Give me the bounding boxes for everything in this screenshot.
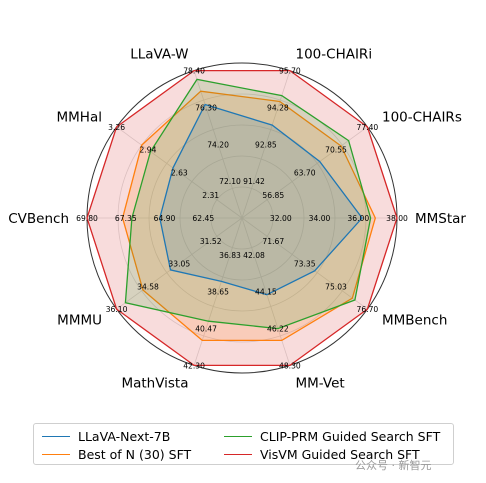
axis-label: 100-CHAIRi [296,47,373,63]
tick-label: 62.45 [192,214,214,223]
axis-label: MMMU [57,313,102,329]
tick-label: 36.10 [106,305,128,314]
tick-label: 95.70 [279,67,301,76]
tick-label: 2.94 [140,146,157,155]
axis-label: MathVista [121,376,188,392]
legend-item-clip-prm: CLIP-PRM Guided Search SFT [224,428,440,444]
tick-label: 38.00 [386,214,408,223]
grid-spoke [241,217,368,310]
tick-label: 32.00 [270,214,292,223]
axis-label: MMStar [415,211,466,227]
legend-label: CLIP-PRM Guided Search SFT [260,428,441,444]
radar-axis-labels: MMStar 100-CHAIRs 100-CHAIRi LLaVA-W MMHalCV… [8,47,466,392]
tick-label: 73.35 [294,260,316,269]
tick-label: 48.30 [279,361,301,370]
axis-label: 100-CHAIRs [382,109,462,125]
tick-label: 76.30 [195,103,217,112]
tick-label: 46.22 [267,325,289,334]
tick-label: 36.83 [219,251,241,260]
tick-label: 34.58 [137,282,159,291]
axis-label: MM-Vet [296,376,345,392]
series-visvm-guided-search-sft [86,69,398,367]
legend-label: Best of N (30) SFT [78,446,192,462]
tick-label: 2.31 [202,191,219,200]
tick-label: 3.26 [108,123,125,132]
tick-label: 72.10 [219,177,241,186]
legend-item-visvm: VisVM Guided Search SFT [224,446,420,462]
watermark: 公众号 · 新智元 [355,459,432,472]
legend: LLaVA-Next-7B Best of N (30) SFT CLIP-PR… [33,423,454,465]
grid-spoke [116,126,243,219]
axis-label: CVBench [8,211,69,227]
radar-series [86,69,398,367]
tick-label: 64.90 [154,214,176,223]
tick-label: 40.47 [195,325,217,334]
series-best-of-n-30-sft [121,90,376,342]
tick-label: 36.00 [347,214,369,223]
legend-swatch [42,435,70,437]
grid-spoke [116,217,243,310]
tick-label: 75.03 [325,282,347,291]
tick-label: 2.63 [171,168,188,177]
tick-label: 77.40 [357,123,379,132]
axis-label: LLaVA-W [130,47,188,63]
tick-label: 63.70 [294,168,316,177]
tick-label: 44.15 [255,288,277,297]
axis-label: MMBench [382,313,447,329]
tick-label: 70.55 [325,146,347,155]
legend-swatch [224,453,252,455]
tick-label: 31.52 [200,237,222,246]
legend-item-llava-next: LLaVA-Next-7B [42,428,170,444]
tick-label: 42.30 [183,361,205,370]
tick-label: 42.08 [243,251,265,260]
tick-label: 76.70 [357,305,379,314]
axis-label: MMHal [57,109,102,125]
tick-label: 94.28 [267,103,289,112]
legend-swatch [224,435,252,437]
tick-label: 78.40 [183,67,205,76]
legend-item-best-of-n: Best of N (30) SFT [42,446,191,462]
tick-label: 91.42 [243,177,265,186]
radar-tick-labels: 32.00 34.00 36.00 38.00 56.85 63.70 70.55 77.40… [76,67,408,371]
legend-label: VisVM Guided Search SFT [260,446,420,462]
tick-label: 92.85 [255,140,277,149]
tick-label: 33.05 [168,260,190,269]
tick-label: 69.80 [76,214,98,223]
tick-label: 74.20 [207,140,229,149]
tick-label: 67.35 [115,214,137,223]
grid-spoke [241,126,368,219]
tick-label: 71.67 [262,237,284,246]
legend-swatch [42,453,70,455]
legend-label: LLaVA-Next-7B [78,428,171,444]
tick-label: 34.00 [309,214,331,223]
tick-label: 38.65 [207,288,229,297]
series-llava-next-7b [159,103,363,296]
grid-spoke [193,70,243,219]
tick-label: 56.85 [262,191,284,200]
